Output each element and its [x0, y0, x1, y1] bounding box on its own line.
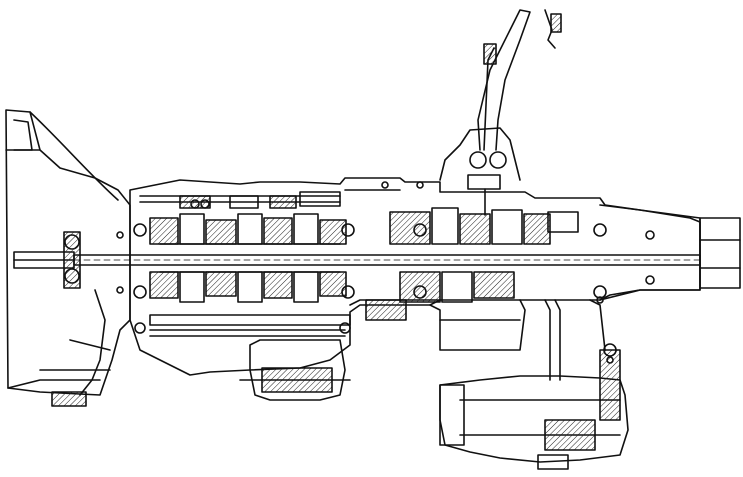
shift-rail-housing — [179, 191, 341, 209]
lower-gear-cluster — [149, 271, 351, 326]
extension-housing — [599, 204, 741, 301]
transfer-case — [439, 299, 629, 470]
lower-pto-unit — [239, 339, 351, 401]
input-shaft — [13, 231, 81, 289]
shift-lever — [439, 9, 562, 216]
main-shaft — [73, 254, 701, 266]
upper-gear-cluster — [149, 213, 347, 245]
oil-pan — [349, 299, 526, 351]
release-fork — [39, 289, 111, 407]
rear-gear-group — [389, 207, 579, 303]
case-bolts — [116, 181, 614, 364]
